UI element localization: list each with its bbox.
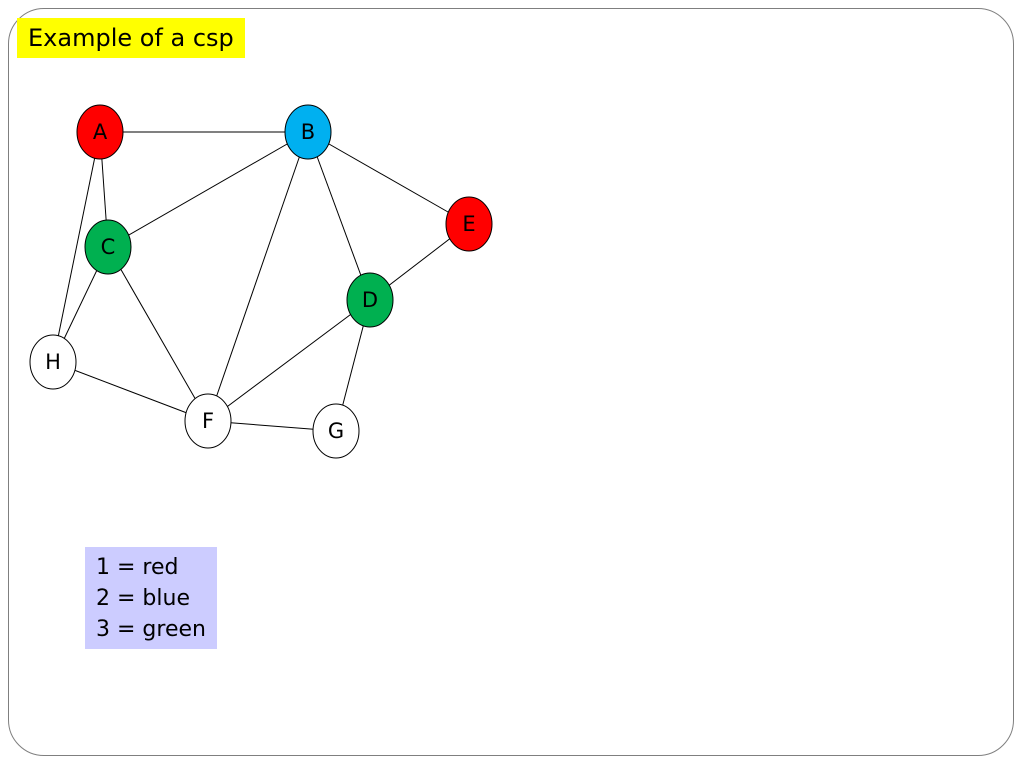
legend-line-1: 1 = red (96, 555, 179, 580)
color-legend: 1 = red 2 = blue 3 = green (85, 547, 217, 649)
slide-title-text: Example of a csp (28, 24, 234, 52)
node-e-label: E (462, 212, 475, 236)
edge-b-f (207, 131, 309, 422)
legend-line-2: 2 = blue (96, 586, 190, 611)
node-a: A (76, 104, 124, 160)
node-g-label: G (328, 419, 344, 443)
node-c: C (84, 219, 132, 275)
graph-edges (52, 131, 470, 432)
node-h-label: H (45, 350, 61, 374)
node-b-circle (284, 104, 332, 160)
edge-a-h (52, 131, 101, 363)
slide-title: Example of a csp (17, 18, 245, 58)
node-e-circle (445, 196, 493, 252)
node-h: H (29, 334, 77, 390)
slide-frame (8, 8, 1014, 756)
node-b-label: B (301, 120, 315, 144)
node-f: F (184, 393, 232, 449)
node-e: E (445, 196, 493, 252)
node-a-circle (76, 104, 124, 160)
node-d-circle (346, 272, 394, 328)
node-f-circle (184, 393, 232, 449)
node-h-circle (29, 334, 77, 390)
legend-line-3: 3 = green (96, 617, 206, 642)
node-d-label: D (362, 288, 378, 312)
node-c-label: C (101, 235, 116, 259)
graph-nodes: A B C D E F G H (29, 104, 493, 459)
edge-b-d (307, 131, 371, 301)
node-g: G (312, 403, 360, 459)
node-a-label: A (93, 120, 108, 144)
node-f-label: F (202, 409, 214, 433)
edge-h-f (52, 361, 209, 422)
edge-c-f (107, 246, 209, 422)
node-c-circle (84, 219, 132, 275)
node-g-circle (312, 403, 360, 459)
edge-d-f (207, 299, 371, 422)
node-d: D (346, 272, 394, 328)
edge-b-c (107, 131, 309, 248)
edge-b-e (307, 131, 470, 225)
node-b: B (284, 104, 332, 160)
